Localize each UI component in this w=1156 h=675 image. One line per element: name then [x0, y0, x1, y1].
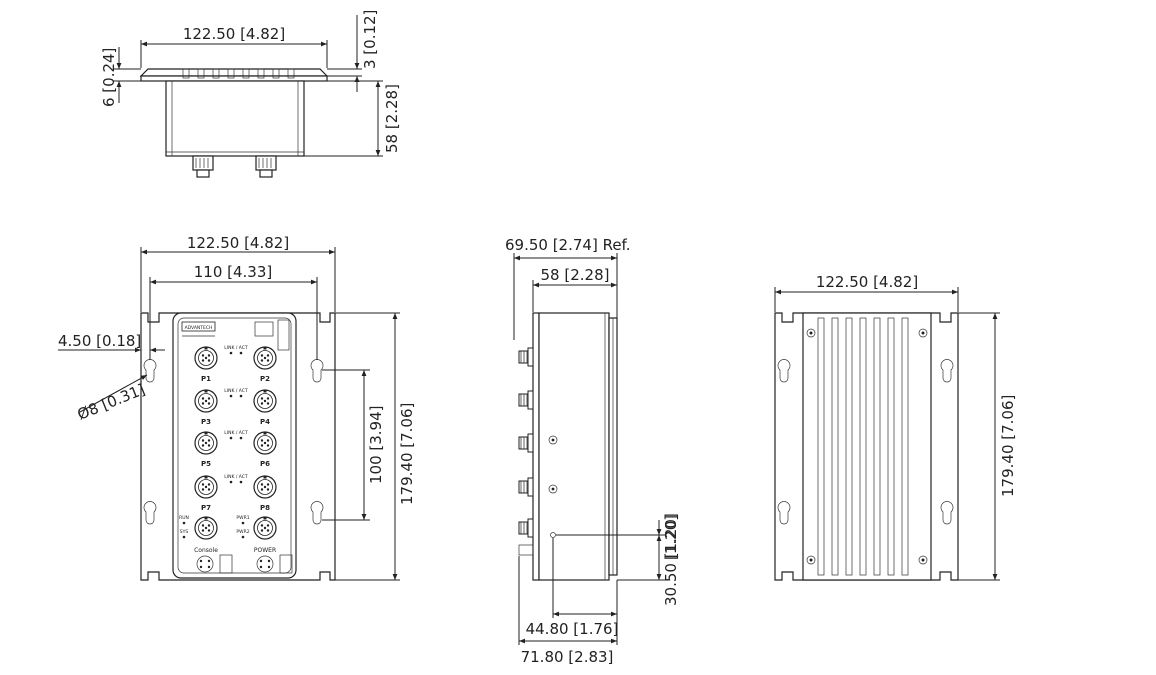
port-label: P6: [260, 460, 270, 468]
port-label: P8: [260, 504, 270, 512]
led-sys-label: SYS: [180, 529, 189, 535]
top-connectors: [192, 155, 277, 178]
top-view: 122.50 [4.82] 3 [0.12] 6 [0.24] 58 [2.28…: [100, 10, 401, 178]
front-inner-width-label: 110 [4.33]: [194, 263, 273, 281]
port-p1: P1 LINK / ACT: [194, 345, 248, 383]
side-overall-depth-label: 69.50 [2.74] Ref.: [505, 236, 631, 254]
top-width-label: 122.50 [4.82]: [183, 25, 285, 43]
side-body-depth-label: 58 [2.28]: [541, 266, 610, 284]
port-label: P1: [201, 375, 211, 383]
port-label: P3: [201, 418, 211, 426]
top-fins: [182, 68, 295, 79]
front-overall-height-label: 179.40 [7.06]: [398, 403, 416, 505]
brand-label: ADVANTECH: [185, 325, 213, 331]
side-connector-offset-label: [1.20]: [662, 515, 680, 560]
side-inner-depth-label: 44.80 [1.76]: [526, 620, 619, 638]
pinout-diagrams: [196, 554, 293, 574]
led-label: LINK / ACT: [224, 430, 248, 436]
front-hole-offset-label: 4.50 [0.18]: [58, 332, 141, 350]
top-flange-offset-label: 3 [0.12]: [361, 10, 379, 69]
led-pwr1-label: PWR1: [236, 515, 249, 521]
led-run-label: RUN: [179, 515, 189, 521]
led-label: LINK / ACT: [224, 388, 248, 394]
port-p8: P8: [253, 475, 277, 512]
led-label: LINK / ACT: [224, 345, 248, 351]
side-total-depth-label: 71.80 [2.83]: [521, 648, 614, 666]
port-label: P4: [260, 418, 270, 426]
front-overall-width-label: 122.50 [4.82]: [187, 234, 289, 252]
top-flange-thickness-label: 6 [0.24]: [100, 48, 118, 107]
front-view: ADVANTECH P1 LINK / ACT P2 P3 LINK / ACT…: [58, 234, 416, 581]
heatsink-fins: [817, 317, 909, 576]
port-p6: P6: [253, 431, 277, 468]
port-label: P2: [260, 375, 270, 383]
power-label: POWER: [254, 547, 276, 554]
mounting-keyholes: [143, 359, 324, 525]
front-hole-diameter-label: Ø8 [0.31]: [75, 380, 148, 423]
side-connectors: [518, 347, 534, 556]
side-connector-height-label: 30.50 [1.20]: [662, 513, 680, 606]
side-view: 69.50 [2.74] Ref. 58 [2.28] [1.20] 30.50…: [505, 236, 680, 666]
power-port: POWER PWR1 PWR2: [236, 515, 277, 554]
port-label: P7: [201, 504, 211, 512]
port-p5: P5 LINK / ACT: [194, 430, 248, 468]
rear-height-label: 179.40 [7.06]: [999, 395, 1017, 497]
led-pwr2-label: PWR2: [236, 529, 249, 535]
console-label: Console: [194, 547, 218, 554]
led-label: LINK / ACT: [224, 474, 248, 480]
port-p4: P4: [253, 389, 277, 426]
front-hole-pitch-label: 100 [3.94]: [367, 405, 385, 484]
port-label: P5: [201, 460, 211, 468]
top-depth-label: 58 [2.28]: [383, 84, 401, 153]
port-p7: P7 LINK / ACT: [194, 474, 248, 512]
rear-width-label: 122.50 [4.82]: [816, 273, 918, 291]
rear-view: 122.50 [4.82] 179.40 [7.06]: [774, 273, 1017, 581]
console-port: Console RUN SYS: [179, 515, 218, 554]
port-p2: P2: [253, 346, 277, 383]
port-p3: P3 LINK / ACT: [194, 388, 248, 426]
